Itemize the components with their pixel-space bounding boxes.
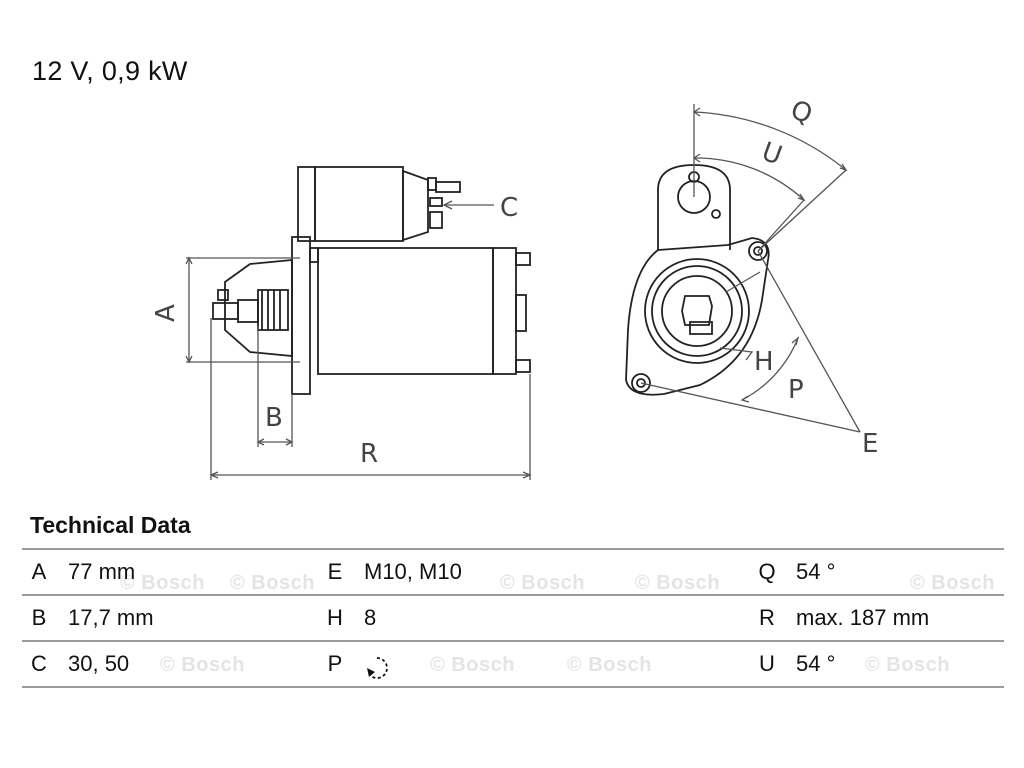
spec-key-p: P [327, 651, 343, 676]
side-view [185, 166, 532, 480]
spec-key-c: C [31, 651, 47, 676]
table-row: A 77 mm E M10, M10 Q 54 ° [22, 548, 1004, 594]
dim-label-b: B [265, 403, 283, 433]
dim-label-e: E [862, 429, 878, 459]
spec-value-c: 30, 50 [68, 651, 130, 676]
technical-data-title: Technical Data [30, 512, 191, 538]
dim-label-p: P [788, 375, 804, 405]
table-row: B 17,7 mm H 8 R max. 187 mm [22, 594, 1004, 640]
table-row: C 30, 50 P U 54 ° [22, 640, 1004, 688]
spec-key-q: Q [758, 559, 776, 584]
starter-motor-drawing: A B R C Q U H P E [151, 95, 878, 480]
spec-value-a: 77 mm [68, 559, 136, 584]
dim-label-c: C [500, 193, 518, 223]
spec-key-h: H [327, 605, 343, 630]
spec-key-a: A [31, 559, 47, 584]
spec-value-u: 54 ° [796, 651, 836, 676]
technical-data-table: © Bosch © Bosch © Bosch © Bosch © Bosch … [22, 548, 1004, 688]
dim-label-q: Q [787, 95, 816, 130]
dim-label-r: R [360, 439, 378, 469]
spec-value-b: 17,7 mm [68, 605, 154, 630]
spec-key-u: U [759, 651, 775, 676]
dim-label-h: H [754, 347, 774, 377]
spec-value-h: 8 [364, 605, 377, 630]
rotation-direction-icon [364, 652, 390, 679]
spec-key-b: B [31, 605, 47, 630]
spec-key-r: R [759, 605, 775, 630]
rating-title: 12 V, 0,9 kW [32, 56, 188, 86]
spec-key-e: E [327, 559, 343, 584]
spec-value-q: 54 ° [796, 559, 836, 584]
dim-label-u: U [758, 137, 786, 172]
spec-value-r: max. 187 mm [796, 605, 930, 630]
spec-value-e: M10, M10 [364, 559, 462, 584]
dim-label-a: A [151, 304, 181, 322]
